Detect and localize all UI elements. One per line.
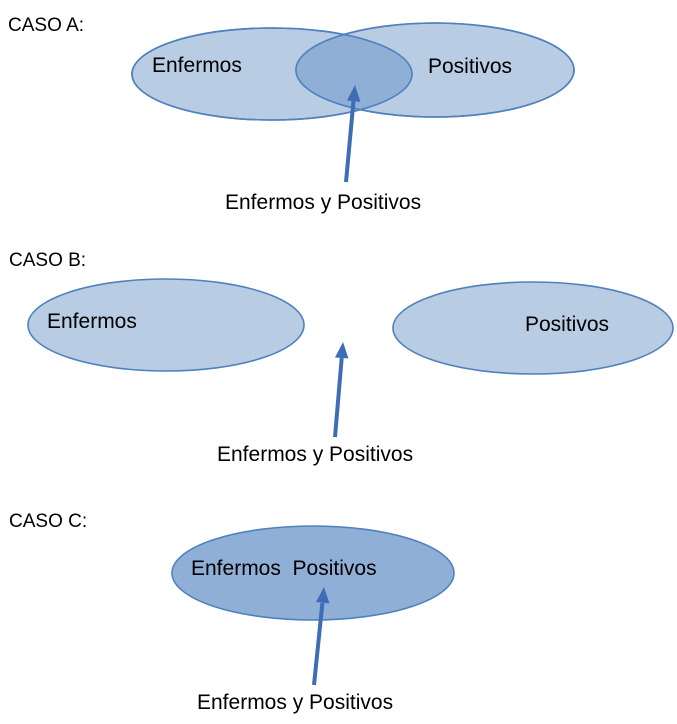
caso-a-left-ellipse-label: Enfermos [152,54,242,77]
caso-b-right-ellipse [392,281,674,375]
caso-c-arrow [312,587,330,686]
caso-b-left-ellipse-label: Enfermos [47,310,137,333]
caso-c-arrowhead [316,587,330,604]
caso-c-ellipse-label: Enfermos Positivos [191,557,377,580]
caso-b-right-ellipse-label: Positivos [525,313,610,336]
caso-b-diagram [27,278,674,438]
caso-c-ellipse [171,525,455,621]
caso-c-diagram [171,525,455,686]
caso-b-arrowhead [335,342,349,359]
caso-b-heading: CASO B: [9,250,87,271]
caso-a-intersection [296,28,412,117]
caso-a-arrow [344,85,361,183]
caso-a-caption: Enfermos y Positivos [225,191,422,214]
caso-a-right-ellipse-outline [295,22,575,118]
caso-a-diagram [131,22,575,183]
caso-a-heading: CASO A: [8,15,85,36]
caso-a-left-ellipse-outline [131,27,413,121]
caso-b-left-ellipse [27,278,305,372]
caso-a-right-ellipse-label: Positivos [428,55,513,78]
caso-b-arrow [333,342,349,438]
caso-a-arrowhead [347,85,361,102]
caso-b-caption: Enfermos y Positivos [217,443,414,466]
caso-c-caption: Enfermos y Positivos [197,691,394,714]
caso-c-heading: CASO C: [9,511,88,532]
